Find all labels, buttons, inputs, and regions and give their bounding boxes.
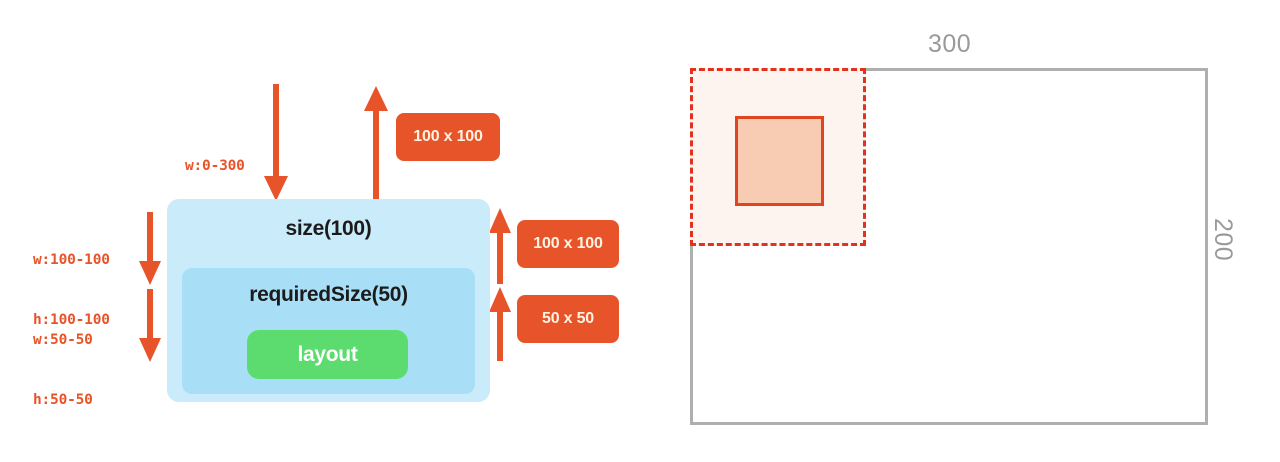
arrow-down-child-constraints-size <box>139 212 161 286</box>
badge-size-measurement: 100 x 100 <box>517 220 619 268</box>
constraint-incoming-width: w:0-300 <box>185 158 245 174</box>
required-size-square <box>735 116 824 206</box>
constraint-required-height: h:50-50 <box>33 392 93 408</box>
constraint-size-width: w:100-100 <box>33 252 110 268</box>
canvas-width-label: 300 <box>928 30 972 58</box>
arrow-up-measured-size <box>489 208 511 284</box>
constraint-size-height: h:100-100 <box>33 312 110 328</box>
arrow-up-measured-required-size <box>489 287 511 361</box>
required-size-box: requiredSize(50) layout <box>182 268 475 394</box>
badge-required-size-measurement: 50 x 50 <box>517 295 619 343</box>
constraint-required-width: w:50-50 <box>33 332 93 348</box>
arrow-down-incoming-constraints <box>264 84 288 202</box>
required-size-box-label: requiredSize(50) <box>249 283 408 306</box>
size-box-label: size(100) <box>285 217 372 240</box>
arrow-up-reported-size <box>364 86 388 201</box>
size-box: size(100) requiredSize(50) layout <box>167 199 490 402</box>
arrow-down-child-constraints-required <box>139 289 161 363</box>
constraint-label-size: w:100-100 h:100-100 <box>33 210 110 370</box>
layout-button[interactable]: layout <box>247 330 408 379</box>
badge-reported-size-top: 100 x 100 <box>396 113 500 161</box>
constraint-label-required-size: w:50-50 h:50-50 <box>33 290 93 450</box>
canvas-height-label: 200 <box>1209 218 1237 262</box>
